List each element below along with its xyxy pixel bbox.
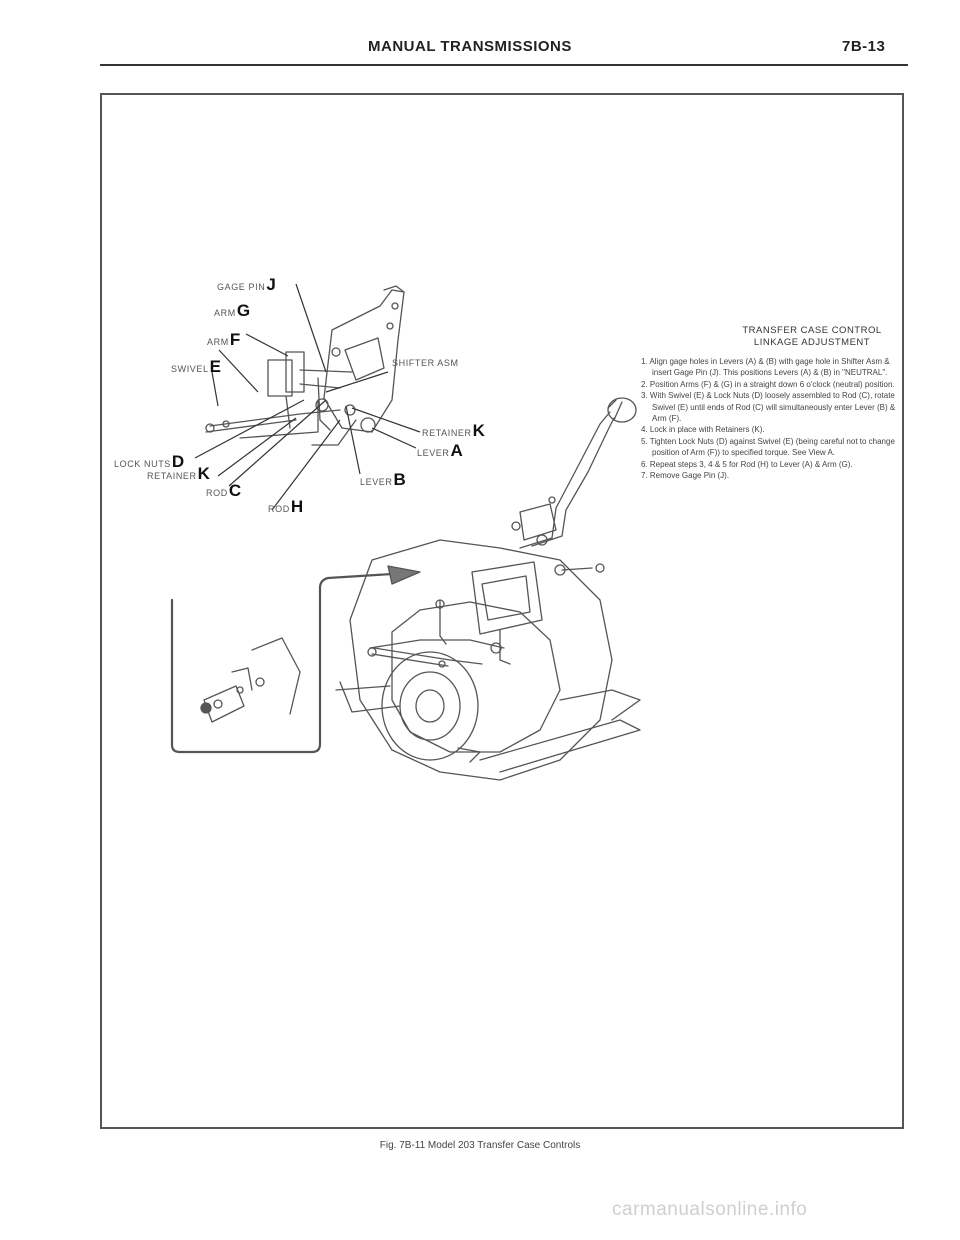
callout-lever-a: LEVERA [417,441,463,460]
figure-frame [100,93,904,1129]
figure-caption: Fig. 7B-11 Model 203 Transfer Case Contr… [379,1140,581,1151]
instruction-step: 5. Tighten Lock Nuts (D) against Swivel … [641,436,895,458]
callout-retainer-left: RETAINERK [147,464,210,483]
page-header-title: MANUAL TRANSMISSIONS [368,38,572,55]
callout-arm-g: ARMG [214,301,251,320]
instruction-steps: 1. Align gage holes in Levers (A) & (B) … [641,356,906,481]
callout-retainer-right: RETAINERK [422,421,485,440]
instructions-title-line-2: LINKAGE ADJUSTMENT [753,337,871,348]
instruction-step: 2. Position Arms (F) & (G) in a straight… [641,379,895,389]
callout-swivel: SWIVELE [171,357,221,376]
callout-lever-b: LEVERB [360,470,406,489]
instruction-step: 3. With Swivel (E) & Lock Nuts (D) loose… [641,391,896,424]
instruction-step: 4. Lock in place with Retainers (K). [641,425,765,435]
watermark: carmanualsonline.info [612,1199,808,1220]
header-rule [100,64,908,66]
instruction-step: 1. Align gage holes in Levers (A) & (B) … [641,357,890,378]
callout-gage-pin: GAGE PINJ [217,275,276,294]
page-number: 7B-13 [842,38,886,55]
callout-lock-nuts: LOCK NUTSD [114,452,185,471]
callout-rod-c: RODC [206,481,242,500]
callout-rod-h: RODH [268,497,304,516]
instructions-title-line-1: TRANSFER CASE CONTROL [742,325,882,336]
instructions-title: TRANSFER CASE CONTROL LINKAGE ADJUSTMENT [712,325,912,349]
instruction-step: 7. Remove Gage Pin (J). [641,471,730,481]
instruction-step: 6. Repeat steps 3, 4 & 5 for Rod (H) to … [641,459,853,469]
callout-arm-f: ARMF [207,330,241,349]
callout-shifter-asm: SHIFTER ASM [392,358,459,368]
